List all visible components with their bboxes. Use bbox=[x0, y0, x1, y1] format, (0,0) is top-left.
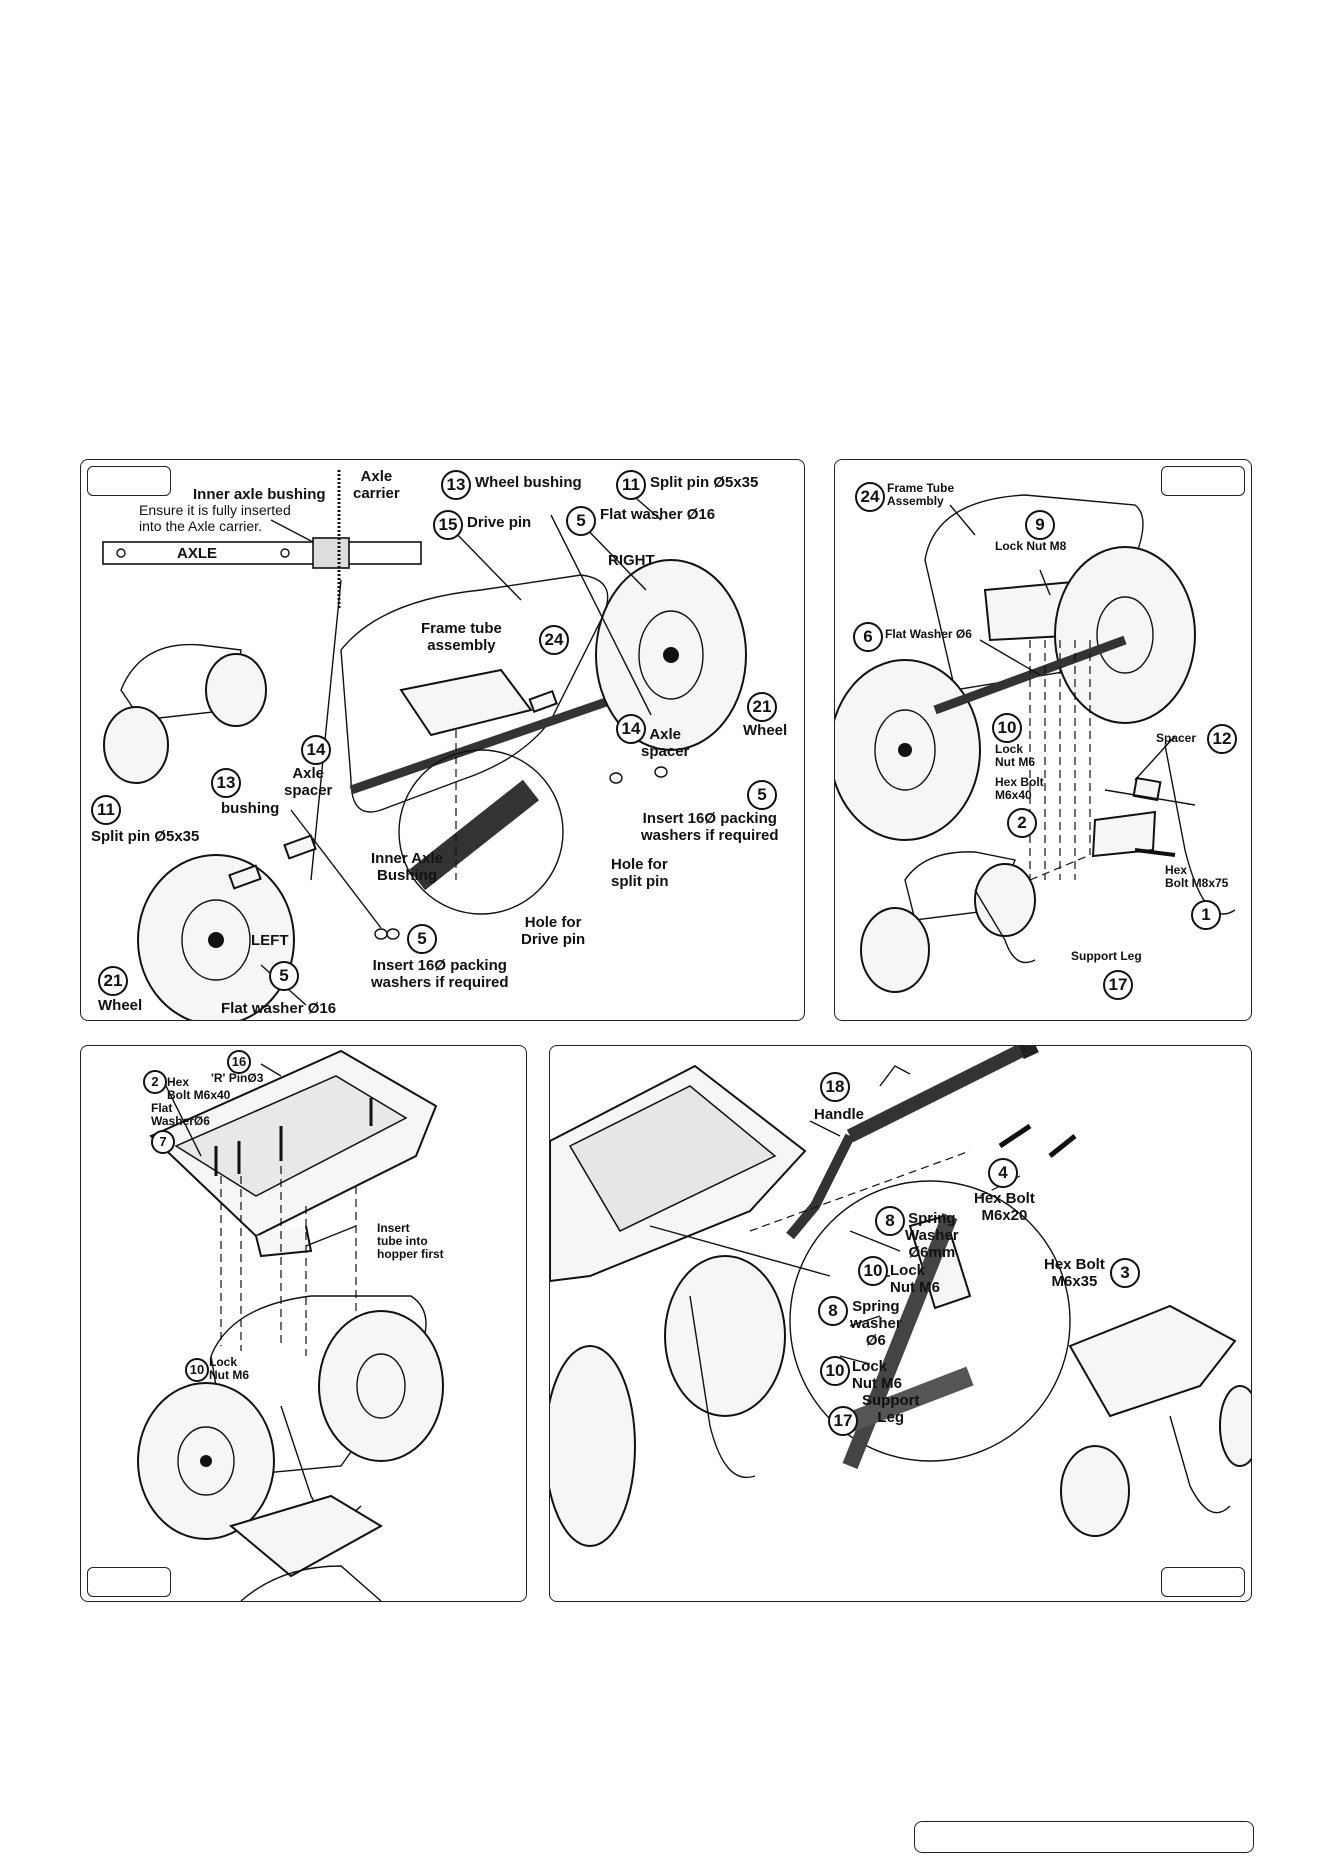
handle-label: Handle bbox=[814, 1106, 865, 1123]
axle-carrier-label: Axle carrier bbox=[353, 468, 400, 502]
num-wheel-left: 21 bbox=[98, 966, 128, 996]
figure-4-drawing bbox=[550, 1046, 1251, 1547]
num-split-pin-top: 11 bbox=[616, 470, 646, 500]
flat-washer-label: Flat WasherØ6 bbox=[151, 1101, 210, 1128]
hole-drive-pin-label: Hole for Drive pin bbox=[521, 914, 586, 948]
rear-wheel-shape bbox=[318, 1310, 444, 1462]
figure-2-panel: 24 Frame Tube Assembly 9 Lock Nut M8 6 F… bbox=[834, 459, 1252, 1021]
rear-wheel-shape bbox=[1054, 546, 1196, 724]
num-bushing-left: 13 bbox=[211, 768, 241, 798]
hex-bolt-label: Hex Bolt M6x40 bbox=[167, 1075, 231, 1102]
flat-washer-left-label: Flat washer Ø16 bbox=[221, 1000, 337, 1017]
num-lock-nut-m8: 9 bbox=[1025, 510, 1055, 540]
detail-circle bbox=[789, 1180, 1071, 1462]
num-frame-tube: 24 bbox=[855, 482, 885, 512]
hex-bolt-m8x75-label: Hex Bolt M8x75 bbox=[1165, 863, 1229, 890]
spacer-label: Spacer bbox=[1156, 731, 1197, 745]
inner-bushing-shape bbox=[312, 537, 350, 569]
flat-washer-label: Flat Washer Ø6 bbox=[885, 627, 972, 641]
support-leg-label: Support Leg bbox=[1071, 949, 1142, 963]
hex-bolt-m6x35-label: Hex Bolt M6x35 bbox=[1044, 1256, 1105, 1290]
num-lock-nut-top: 10 bbox=[858, 1256, 888, 1286]
left-label: LEFT bbox=[251, 932, 289, 949]
inner-axle-bushing-main-label: Inner Axle Bushing bbox=[371, 850, 443, 884]
num-spacer: 12 bbox=[1207, 724, 1237, 754]
frame-tube-label: Frame tube assembly bbox=[421, 620, 502, 654]
spring-washer-mid-label: Spring washer Ø6 bbox=[850, 1298, 902, 1349]
num-hex-bolt-m6x40: 2 bbox=[1007, 808, 1037, 838]
wheel-left-label: Wheel bbox=[98, 997, 143, 1014]
lock-nut-m6-label: Lock Nut M6 bbox=[995, 742, 1035, 769]
num-split-pin-left: 11 bbox=[91, 795, 121, 825]
num-flat-washer: 7 bbox=[151, 1130, 175, 1154]
bushing-left-label: bushing bbox=[221, 800, 280, 817]
lock-nut-mid-label: Lock Nut M6 bbox=[852, 1358, 902, 1392]
num-handle: 18 bbox=[820, 1072, 850, 1102]
figure-1-tag bbox=[87, 466, 171, 496]
num-hex-bolt-m6x35: 3 bbox=[1110, 1258, 1140, 1288]
figure-1-panel: Inner axle bushing Axle carrier Ensure i… bbox=[80, 459, 805, 1021]
axle-bar bbox=[102, 541, 422, 565]
num-spring-washer-top: 8 bbox=[875, 1206, 905, 1236]
num-support-leg: 17 bbox=[828, 1406, 858, 1436]
num-drive-pin: 15 bbox=[433, 510, 463, 540]
packing-left-label: Insert 16Ø packing washers if required bbox=[371, 957, 509, 991]
split-pin-top-label: Split pin Ø5x35 bbox=[650, 474, 759, 491]
hex-bolt-m6x40-label: Hex Bolt M6x40 bbox=[995, 775, 1044, 802]
num-packing-right: 5 bbox=[747, 780, 777, 810]
figure-2-drawing bbox=[835, 494, 1236, 993]
num-spring-washer-mid: 8 bbox=[818, 1296, 848, 1326]
figure-4-panel: 18 Handle 4 Hex Bolt M6x20 8 Spring Wash… bbox=[549, 1045, 1252, 1602]
axle-spacer-right-label: Axle spacer bbox=[641, 726, 690, 760]
drive-pin-label: Drive pin bbox=[467, 514, 532, 531]
hex-bolt-m6x20-label: Hex Bolt M6x20 bbox=[974, 1190, 1035, 1224]
page-number-box bbox=[914, 1821, 1254, 1853]
num-flat-washer-top: 5 bbox=[566, 506, 596, 536]
hole-split-pin-label: Hole for split pin bbox=[611, 856, 669, 890]
num-wheel-bushing: 13 bbox=[441, 470, 471, 500]
r-pin-label: 'R' PinØ3 bbox=[211, 1071, 264, 1085]
figure-3-panel: 16 'R' PinØ3 2 Hex Bolt M6x40 Flat Washe… bbox=[80, 1045, 527, 1602]
insert-tube-label: Insert tube into hopper first bbox=[377, 1221, 444, 1261]
num-support-leg: 17 bbox=[1103, 970, 1133, 1000]
num-lock-nut-m6: 10 bbox=[992, 713, 1022, 743]
wheel-right-label: Wheel bbox=[743, 722, 788, 739]
frame-tube-label: Frame Tube Assembly bbox=[887, 481, 955, 508]
lock-nut-label: Lock Nut M6 bbox=[209, 1355, 249, 1382]
lock-nut-top-label: Lock Nut M6 bbox=[890, 1262, 940, 1296]
wheel-bushing-label: Wheel bushing bbox=[475, 474, 582, 491]
figure-1-drawing bbox=[102, 470, 747, 1020]
split-pin-left-label: Split pin Ø5x35 bbox=[91, 828, 200, 845]
spring-washer-top-label: Spring Washer Ø6mm bbox=[905, 1210, 959, 1261]
lock-nut-m8-label: Lock Nut M8 bbox=[995, 539, 1067, 553]
inner-axle-bushing-label: Inner axle bushing bbox=[193, 486, 326, 503]
axle-label: AXLE bbox=[177, 545, 218, 562]
handle-shape bbox=[846, 1046, 1024, 1143]
num-wheel-right: 21 bbox=[747, 692, 777, 722]
ensure-note: Ensure it is fully inserted into the Axl… bbox=[139, 502, 291, 534]
axle-spacer-left-label: Axle spacer bbox=[284, 765, 333, 799]
num-lock-nut-mid: 10 bbox=[820, 1356, 850, 1386]
figure-3-tag bbox=[87, 1567, 171, 1597]
num-packing-left: 5 bbox=[407, 924, 437, 954]
figure-2-tag bbox=[1161, 466, 1245, 496]
packing-right-label: Insert 16Ø packing washers if required bbox=[641, 810, 779, 844]
figure-3-drawing bbox=[137, 1049, 444, 1601]
flat-washer-top-label: Flat washer Ø16 bbox=[600, 506, 716, 523]
num-hex-bolt-m6x20: 4 bbox=[988, 1158, 1018, 1188]
num-axle-spacer-right: 14 bbox=[616, 714, 646, 744]
num-flat-washer: 6 bbox=[853, 622, 883, 652]
num-r-pin: 16 bbox=[227, 1050, 251, 1074]
right-label: RIGHT bbox=[608, 552, 655, 569]
drive-pin-detail-circle bbox=[398, 749, 564, 915]
num-axle-spacer-left: 14 bbox=[301, 735, 331, 765]
num-hex-bolt: 2 bbox=[143, 1070, 167, 1094]
support-leg-label: Support Leg bbox=[862, 1392, 920, 1426]
figure-4-tag bbox=[1161, 1567, 1245, 1597]
num-left-washer: 5 bbox=[269, 961, 299, 991]
num-hex-bolt-m8x75: 1 bbox=[1191, 900, 1221, 930]
num-frame-tube: 24 bbox=[539, 625, 569, 655]
num-lock-nut: 10 bbox=[185, 1358, 209, 1382]
